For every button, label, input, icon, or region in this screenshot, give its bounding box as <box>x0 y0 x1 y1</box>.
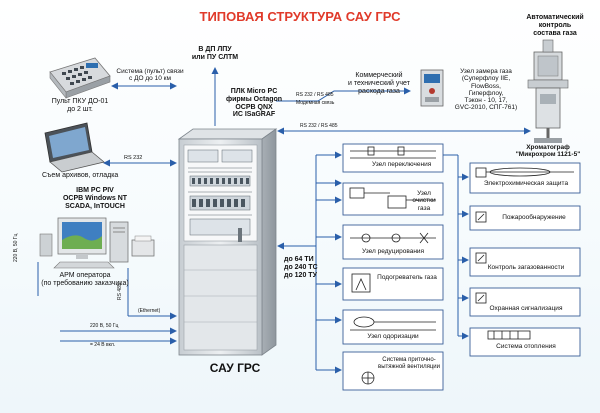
laptop-rs232-label: RS 232 <box>124 155 143 161</box>
pc-spec-line: IBM PC PIV <box>76 187 114 194</box>
plc-label-line: фирмы Octagon <box>225 95 283 103</box>
pku-panel-label: Пульт ПКУ ДО-01 до 2 шт. <box>40 98 120 114</box>
io-label: до 64 ТИ до 240 ТС до 120 ТУ <box>284 256 318 279</box>
pku-panel-label-line: до 2 шт. <box>67 105 93 113</box>
node-label-switching: Узел переключения <box>372 161 432 168</box>
node-box-ventilation <box>342 351 444 391</box>
rs232-485-label: RS 232 / RS 485 <box>296 92 334 98</box>
link-system-label-line: с ДО до 10 км <box>129 75 171 83</box>
ethernet-label: (Ethernet) <box>138 308 161 314</box>
node-box-heater <box>342 267 444 301</box>
commercial-label-line: и технический учет <box>348 79 410 87</box>
node-label-heating: Система отопления <box>496 343 556 350</box>
arm-label-line: АРМ оператора <box>59 272 111 279</box>
node-label-cleaning: Узел очистки газа <box>412 190 436 212</box>
laptop-device <box>44 122 105 173</box>
node-label-fire: Пожарообнаружение <box>502 214 566 221</box>
cabinet-label: САУ ГРС <box>209 361 261 375</box>
meter-label-line: (Суперфлоу IIE, <box>461 75 511 83</box>
plc-label: ПЛК Micro PC фирмы Octagon OCPB QNX ИС I… <box>216 88 292 119</box>
rs485-vertical-label: RS 485 <box>117 283 123 300</box>
io-label-line: до 64 ТИ <box>284 256 314 263</box>
meter-label-line: Тэкон - 10, 17, <box>464 97 508 105</box>
dp-label-line: или ПУ СЛТМ <box>191 53 239 61</box>
node-box-reducing <box>342 224 444 260</box>
auto-control-label-line: состава газа <box>533 29 577 37</box>
plc-label-line: OCPB QNX <box>235 103 273 111</box>
node-label-ventilation: Система приточно-вытяжной вентиляции <box>378 357 440 370</box>
node-label-gas-control: Контроль загазованности <box>487 264 565 271</box>
arm-label-line: (по требованию заказчика) <box>41 279 129 287</box>
io-label-line: до 120 ТУ <box>284 271 317 279</box>
auto-control-label: Автоматический контроль состава газа <box>520 14 590 37</box>
power-vertical-label: 220 В, 50 Гц <box>13 233 19 262</box>
modem-label: Модемная связь <box>296 100 335 106</box>
dp-label-line: В ДП ЛПУ <box>198 46 232 53</box>
dp-label: В ДП ЛПУ или ПУ СЛТМ <box>170 46 260 62</box>
meter-label-line: FlowBoss, <box>471 82 501 90</box>
chromatograph-label: Хроматограф "Микрохром 1121-5" <box>500 144 596 159</box>
link-system-label: Система (пульт) связи с ДО до 10 км <box>114 68 186 83</box>
node-box-heating <box>469 327 581 357</box>
node-label-heater: Подогреватель газа <box>377 274 437 281</box>
diagram-title: ТИПОВАЯ СТРУКТУРА САУ ГРС <box>199 9 401 24</box>
pc-spec-line: SCADA, InTOUCH <box>65 202 125 210</box>
node-box-cleaning <box>342 182 444 216</box>
chromatograph-label-line: Хроматограф <box>526 144 570 151</box>
node-box-security <box>469 287 581 317</box>
node-label-security: Охранная сигнализация <box>489 305 563 312</box>
link-system-label-line: Система (пульт) связи <box>116 68 184 75</box>
pc-workstation-device <box>39 217 155 269</box>
meter-label-line: GVC-2010, СПГ-761) <box>454 104 518 112</box>
commercial-meter-device <box>420 69 444 107</box>
plc-label-line: ПЛК Micro PC <box>230 88 278 95</box>
sau-cabinet <box>177 128 278 356</box>
chromatograph-label-line: "Микрохром 1121-5" <box>515 151 581 159</box>
node-label-reducing: Узел редуцирования <box>361 248 425 255</box>
pku-panel-device <box>49 57 111 99</box>
pku-panel-label-line: Пульт ПКУ ДО-01 <box>51 98 109 105</box>
node-box-odorization <box>342 309 444 345</box>
rs232-485-long-label: RS 232 / RS 485 <box>300 123 338 129</box>
commercial-label-line: расхода газа <box>358 87 400 95</box>
node-box-fire <box>469 205 581 231</box>
power-220-label: 220 В, 50 Гц <box>90 323 119 329</box>
auto-control-label-line: контроль <box>538 21 572 29</box>
node-label-ecp: Электрохимическая защита <box>483 180 569 187</box>
meter-label: Узел замера газа (Суперфлоу IIE, FlowBos… <box>444 68 528 112</box>
node-label-odorization: Узел одоризации <box>367 333 419 340</box>
pc-spec-label: IBM PC PIV OCPB Windows NT SCADA, InTOUC… <box>40 187 150 210</box>
auto-control-label-line: Автоматический <box>526 14 584 21</box>
node-box-ecp <box>469 162 581 194</box>
power-24-label: = 24 В вкл. <box>90 342 116 348</box>
commercial-label: Коммерческий и технический учет расхода … <box>338 72 420 95</box>
chromatograph-device <box>527 39 569 143</box>
commercial-label-line: Коммерческий <box>355 72 403 79</box>
io-label-line: до 240 ТС <box>284 263 318 271</box>
laptop-label: Съем архивов, отладка <box>42 172 119 179</box>
pc-spec-line: OCPB Windows NT <box>62 194 128 202</box>
arm-label: АРМ оператора (по требованию заказчика) <box>30 272 140 288</box>
meter-label-line: Гиперфлоу, <box>468 89 504 97</box>
plc-label-line: ИС ISaGRAF <box>232 111 276 119</box>
meter-label-line: Узел замера газа <box>460 68 512 75</box>
node-box-gas-control <box>469 247 581 277</box>
